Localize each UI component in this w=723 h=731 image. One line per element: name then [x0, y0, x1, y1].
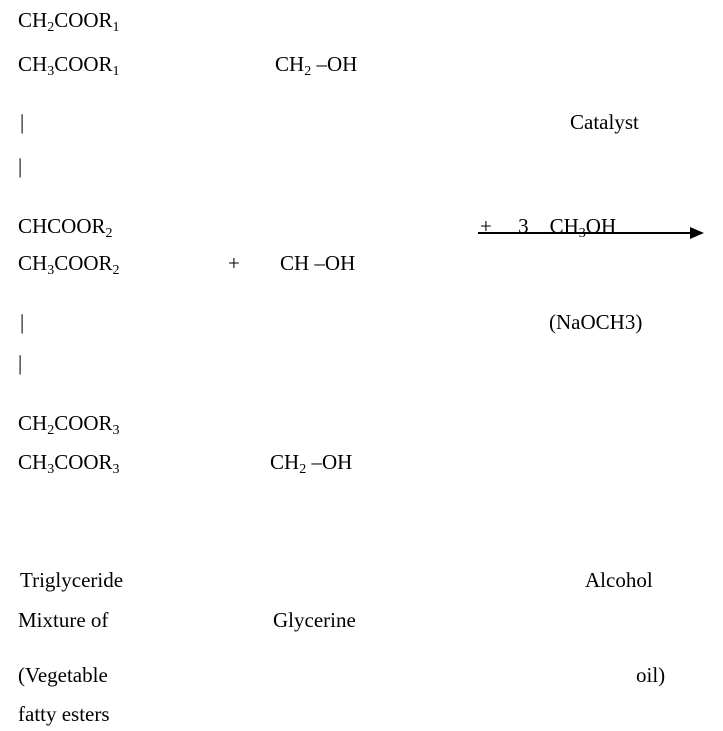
triglyceride-row-3: CH2COOR3	[18, 411, 120, 438]
bond-line-1a: |	[20, 110, 25, 134]
caption-alcohol: Alcohol	[585, 568, 653, 592]
caption-triglyceride: Triglyceride	[20, 568, 124, 592]
caption-vegetable: (Vegetable	[18, 663, 108, 687]
caption-fatty-esters: fatty esters	[18, 702, 110, 726]
bond-line-2a: |	[20, 310, 25, 334]
bond-line-1b: |	[18, 154, 23, 178]
methyl-ester-row-1: CH3COOR1	[18, 52, 120, 79]
reaction-arrow	[478, 227, 704, 239]
triglyceride-row-2: CHCOOR2	[18, 214, 113, 241]
bond-line-2b: |	[18, 351, 23, 375]
caption-mixture-of: Mixture of	[18, 608, 109, 632]
glycerol-middle: CH –OH	[280, 251, 356, 275]
triglyceride-row-1: CH2COOR1	[18, 8, 120, 35]
methyl-ester-row-3: CH3COOR3	[18, 450, 120, 477]
glycerol-top: CH2 –OH	[275, 52, 358, 79]
methyl-ester-row-2: CH3COOR2	[18, 251, 120, 278]
catalyst-name: (NaOCH3)	[549, 310, 643, 334]
caption-oil: oil)	[636, 663, 666, 687]
reaction-arrow-head	[690, 227, 704, 239]
catalyst-label: Catalyst	[570, 110, 639, 134]
plus-sign: +	[228, 251, 240, 275]
glycerol-bottom: CH2 –OH	[270, 450, 353, 477]
caption-glycerine: Glycerine	[273, 608, 356, 632]
